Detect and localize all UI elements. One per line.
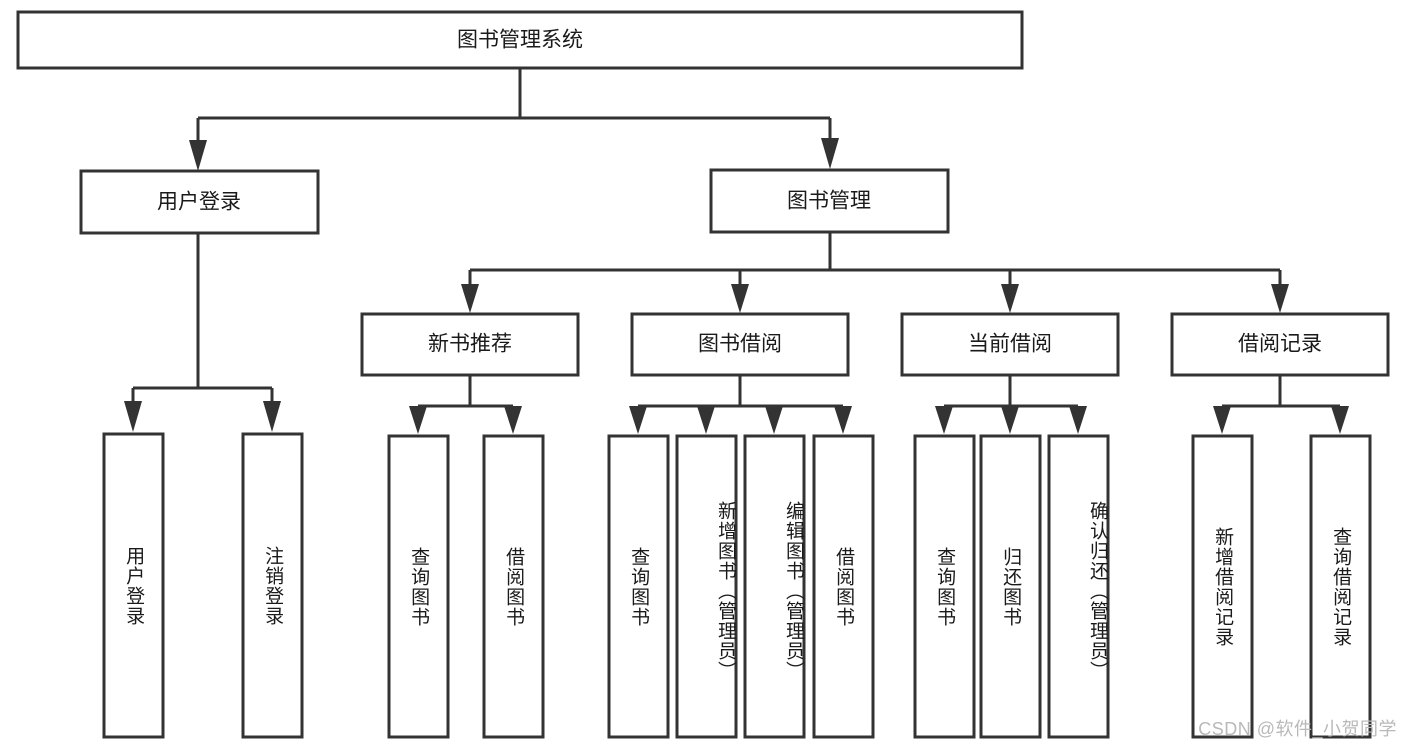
arrowhead-bb-leaf-1 <box>629 406 647 434</box>
node-new-book-recommend-label: 新书推荐 <box>428 333 512 356</box>
connector-group-borrow-record <box>1213 375 1349 434</box>
arrowhead-leaf-logout <box>263 401 281 432</box>
node-root[interactable]: 图书管理系统 <box>16 10 1024 70</box>
arrowhead-bb-leaf-2 <box>697 406 715 434</box>
arrowhead-new-book <box>461 284 479 313</box>
leaf-box-bb-add-book[interactable] <box>675 434 738 739</box>
arrowhead-book-mgmt <box>821 138 839 169</box>
arrowhead-borrow-record <box>1271 284 1289 313</box>
arrowhead-user-login <box>189 140 207 171</box>
node-current-borrow-label: 当前借阅 <box>968 333 1052 356</box>
arrowhead-bb-leaf-3 <box>765 406 783 434</box>
node-user-login-box[interactable] <box>79 169 320 235</box>
arrowhead-cb-leaf-2 <box>1001 406 1019 434</box>
node-current-borrow[interactable]: 当前借阅 <box>900 312 1120 377</box>
node-book-borrow-label: 图书借阅 <box>698 333 782 356</box>
connector-group-root <box>189 68 839 171</box>
leaf-box-bb-edit-book[interactable] <box>743 434 806 739</box>
node-new-book-recommend-box[interactable] <box>360 312 580 377</box>
leaf-box-bb-borrow-book[interactable] <box>812 434 875 739</box>
arrowhead-cb-leaf-1 <box>935 406 953 434</box>
connector-group-new-book <box>409 375 522 434</box>
leaf-box-nb-query-book[interactable] <box>387 434 450 739</box>
node-book-management[interactable]: 图书管理 <box>709 168 950 234</box>
arrowhead-bb-leaf-4 <box>834 406 852 434</box>
csdn-watermark: CSDN @软件_小贺同学 <box>1198 719 1397 739</box>
arrowhead-br-leaf-2 <box>1331 406 1349 434</box>
node-root-box[interactable] <box>16 10 1024 70</box>
leaf-box-nb-borrow-book[interactable] <box>482 434 545 739</box>
arrowhead-book-borrow <box>731 284 749 313</box>
arrowhead-leaf-user-login <box>124 401 142 432</box>
connector-group-user-login <box>124 233 281 432</box>
node-book-borrow-box[interactable] <box>630 312 850 377</box>
arrowhead-nb-leaf-1 <box>409 406 427 434</box>
leaf-box-cb-query-book[interactable] <box>913 434 976 739</box>
node-book-management-box[interactable] <box>709 168 950 234</box>
arrowhead-cb-leaf-3 <box>1069 406 1087 434</box>
leaf-box-user-login[interactable] <box>102 432 165 739</box>
node-borrow-record[interactable]: 借阅记录 <box>1170 312 1390 377</box>
connector-group-current-borrow <box>935 375 1087 434</box>
leaf-box-br-query-record[interactable] <box>1309 434 1372 739</box>
leaf-box-br-add-record[interactable] <box>1191 434 1254 739</box>
node-book-management-label: 图书管理 <box>787 190 871 213</box>
node-borrow-record-label: 借阅记录 <box>1238 333 1322 356</box>
connector-group-book-mgmt <box>461 232 1289 313</box>
leaf-box-cb-confirm-return[interactable] <box>1047 434 1110 739</box>
node-book-borrow[interactable]: 图书借阅 <box>630 312 850 377</box>
node-borrow-record-box[interactable] <box>1170 312 1390 377</box>
node-root-label: 图书管理系统 <box>457 29 583 52</box>
leaf-box-bb-query-book[interactable] <box>607 434 670 739</box>
node-user-login[interactable]: 用户登录 <box>79 169 320 235</box>
node-current-borrow-box[interactable] <box>900 312 1120 377</box>
node-new-book-recommend[interactable]: 新书推荐 <box>360 312 580 377</box>
leaf-box-cb-return-book[interactable] <box>979 434 1042 739</box>
arrowhead-br-leaf-1 <box>1213 406 1231 434</box>
connector-group-book-borrow <box>629 375 852 434</box>
node-user-login-label: 用户登录 <box>157 191 241 214</box>
leaf-box-logout[interactable] <box>241 432 304 739</box>
arrowhead-current-borrow <box>1001 284 1019 313</box>
arrowhead-nb-leaf-2 <box>504 406 522 434</box>
